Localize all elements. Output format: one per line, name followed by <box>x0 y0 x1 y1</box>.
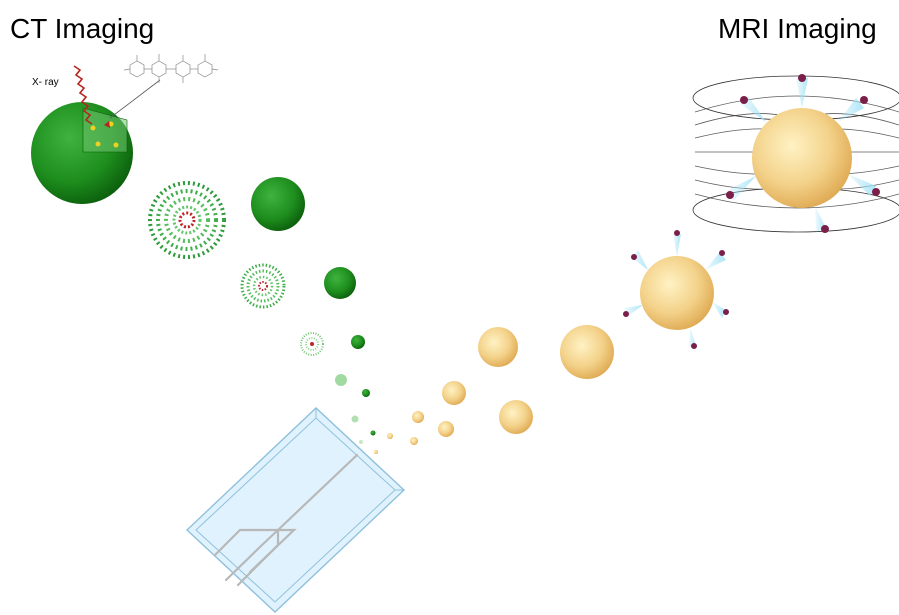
molecule-callout-line <box>109 79 161 119</box>
green-particle <box>251 177 305 231</box>
gold-particle <box>442 381 466 405</box>
micelle-particle <box>148 181 226 259</box>
mri-nanoparticle-large <box>726 74 880 233</box>
gold-particle <box>410 437 418 445</box>
mri-imaging-title: MRI Imaging <box>718 13 877 44</box>
ct-micelle-series <box>148 181 363 444</box>
gold-particle <box>478 327 518 367</box>
micelle-particle <box>240 263 286 309</box>
green-particle <box>362 389 370 397</box>
micelle-particle <box>335 374 347 386</box>
microfluidic-chip-icon <box>185 407 406 613</box>
spin-molecules <box>726 74 880 233</box>
green-particle <box>324 267 356 299</box>
green-particle <box>351 335 365 349</box>
xray-label: X- ray <box>32 77 59 88</box>
gold-nanoparticle-series <box>374 325 614 454</box>
mri-nanoparticle-medium <box>623 230 729 349</box>
gold-particle <box>387 433 393 439</box>
contrast-agent-molecule-icon <box>123 54 219 83</box>
gold-particle <box>499 400 533 434</box>
micelle-particle <box>300 332 324 356</box>
green-particle <box>370 430 376 436</box>
gold-particle <box>374 450 378 454</box>
ct-imaging-title: CT Imaging <box>10 13 154 44</box>
micelle-particle <box>359 440 363 444</box>
gold-particle <box>560 325 614 379</box>
ct-nanoparticle-large <box>31 79 161 204</box>
gold-particle <box>412 411 424 423</box>
xray-wave-icon <box>73 65 93 125</box>
spin-arrows <box>728 78 876 232</box>
gold-particle <box>438 421 454 437</box>
ct-green-particle-series <box>251 177 376 436</box>
micelle-particle <box>351 415 359 423</box>
